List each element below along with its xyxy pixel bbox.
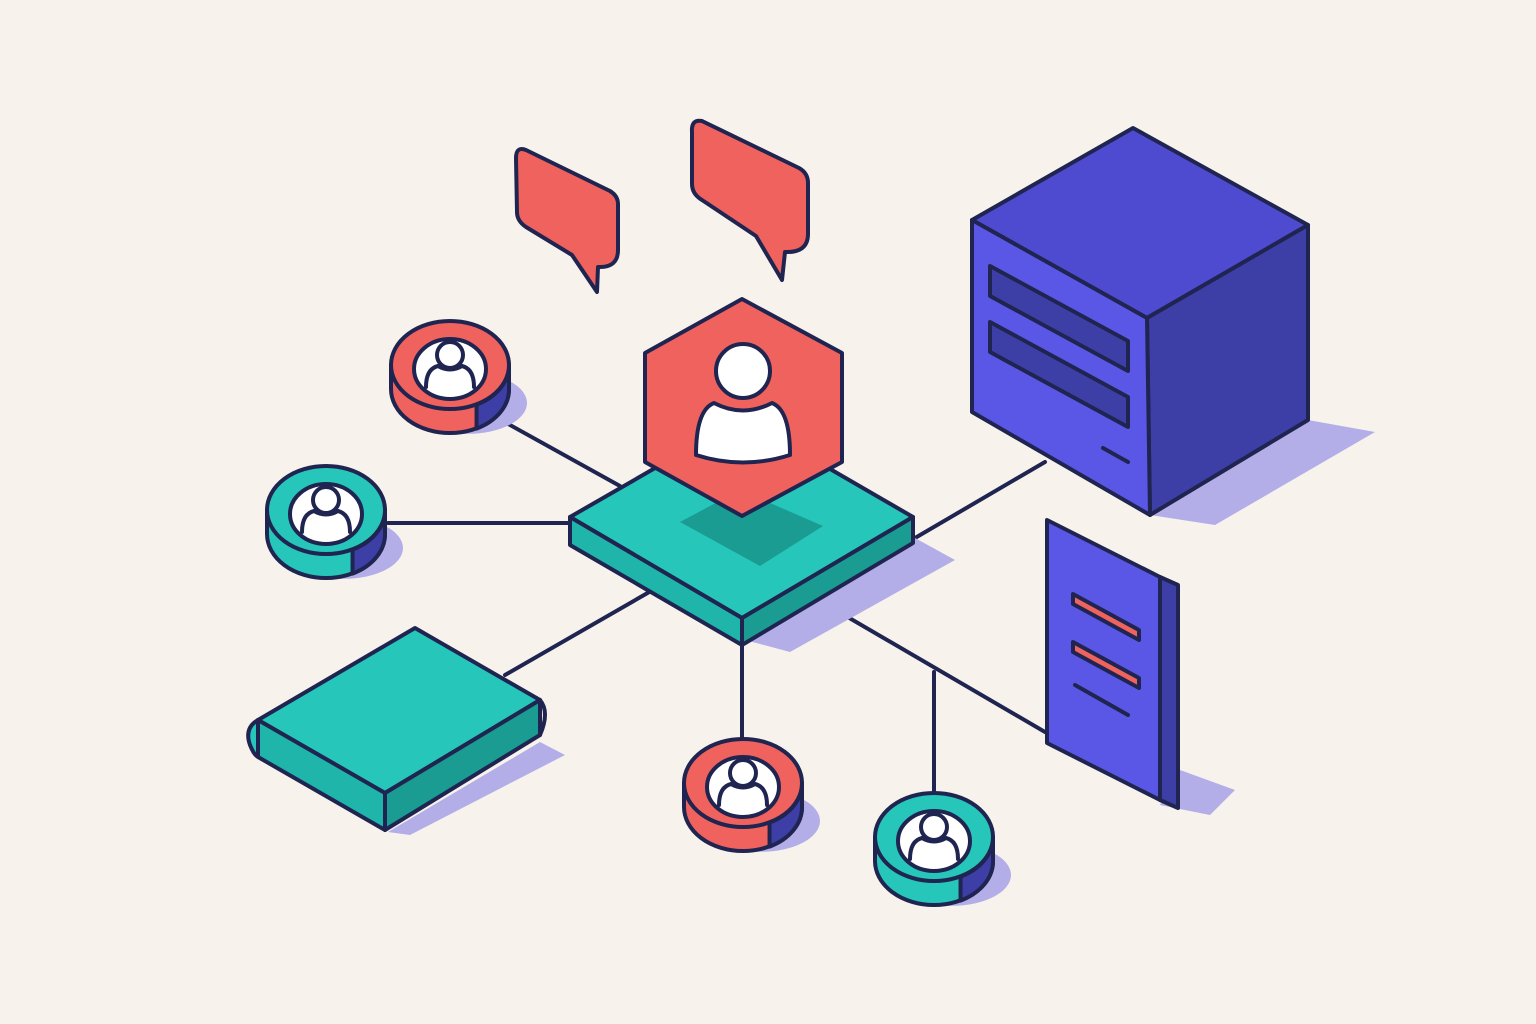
book-spine-curl bbox=[246, 718, 260, 759]
connectors bbox=[386, 413, 1047, 798]
speech-bubble-icon bbox=[689, 118, 810, 282]
user-icon bbox=[682, 737, 820, 853]
hexagon-user-icon bbox=[643, 297, 844, 518]
user-head bbox=[435, 340, 465, 370]
user-body bbox=[424, 364, 476, 389]
hexagon-user-body bbox=[694, 401, 792, 465]
document-line-2 bbox=[1071, 640, 1141, 690]
server-slot-2 bbox=[988, 320, 1130, 429]
book-corner bbox=[538, 698, 547, 737]
bubble-left bbox=[514, 147, 620, 294]
user-icon bbox=[389, 319, 527, 435]
book-icon bbox=[246, 626, 565, 835]
document-edge bbox=[1158, 575, 1180, 810]
hexagon-user-head bbox=[714, 342, 772, 400]
connector-server bbox=[913, 460, 1047, 540]
user-head bbox=[728, 758, 758, 788]
user-head bbox=[311, 485, 341, 515]
user-head bbox=[919, 812, 949, 842]
document-line-1 bbox=[1071, 592, 1141, 642]
document-icon bbox=[1045, 518, 1235, 815]
document-line-3 bbox=[1073, 683, 1130, 717]
platform-side bbox=[740, 515, 915, 647]
hexagon-badge bbox=[643, 297, 844, 518]
connector-user-top-left bbox=[490, 413, 622, 488]
server-shadow bbox=[1150, 420, 1375, 525]
user-icon bbox=[265, 464, 403, 580]
user-icon bbox=[873, 791, 1011, 907]
platform-shadow bbox=[745, 538, 955, 652]
bubble-right bbox=[689, 118, 810, 282]
speech-bubble-icon bbox=[514, 147, 620, 294]
server-led bbox=[1101, 446, 1130, 464]
connector-book bbox=[503, 585, 660, 677]
server-slot-1 bbox=[988, 264, 1130, 373]
server-icon bbox=[970, 126, 1375, 525]
user-body bbox=[300, 509, 352, 534]
user-body bbox=[717, 782, 769, 807]
book-shadow bbox=[388, 742, 565, 835]
platform-inner-shadow bbox=[680, 490, 823, 566]
connector-document bbox=[813, 596, 1047, 734]
user-body bbox=[908, 836, 960, 861]
